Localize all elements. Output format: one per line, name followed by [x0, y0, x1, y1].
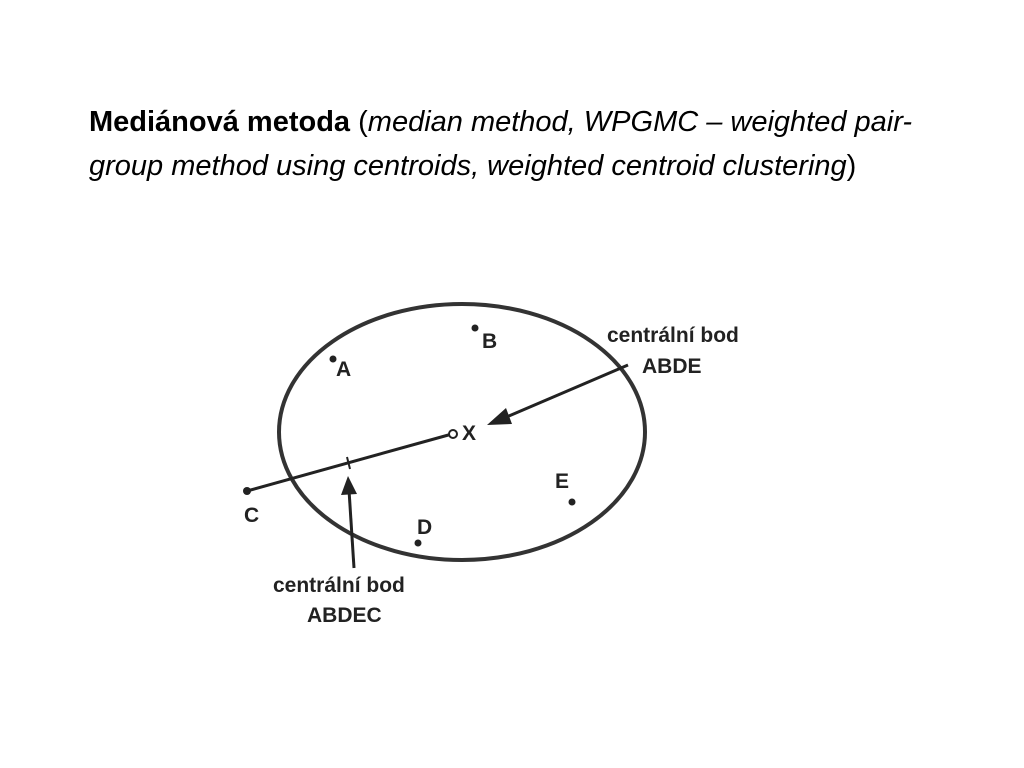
arrowhead-abdec: [341, 476, 357, 495]
title-close-paren: ): [846, 150, 857, 182]
point-d: [414, 539, 422, 547]
point-b: [471, 324, 479, 332]
title-bold: Mediánová metoda: [89, 106, 351, 138]
callout-abdec-line2: ABDEC: [307, 604, 382, 627]
label-b: B: [482, 330, 497, 353]
label-a: A: [336, 358, 351, 381]
callout-abde-line1: centrální bod: [607, 324, 739, 347]
label-d: D: [417, 516, 432, 539]
point-a: [329, 355, 337, 363]
line-c-to-x: [246, 432, 453, 493]
point-e: [568, 498, 576, 506]
label-c: C: [244, 504, 259, 527]
arrow-abde: [493, 363, 629, 424]
label-x: X: [462, 422, 476, 445]
arrowhead-abde: [487, 408, 512, 425]
label-e: E: [555, 470, 569, 493]
callout-abde-line2: ABDE: [642, 355, 702, 378]
arrow-abdec: [347, 489, 356, 569]
point-c: [243, 487, 251, 495]
point-x: [448, 429, 458, 439]
slide-title: Mediánová metoda (median method, WPGMC –…: [89, 100, 949, 188]
title-open-paren: (: [350, 106, 368, 138]
callout-abdec-line1: centrální bod: [273, 574, 405, 597]
title-italic: median method, WPGMC – weighted pair-gro…: [89, 106, 913, 182]
tick-abdec: [346, 456, 351, 470]
cluster-ellipse: [277, 302, 647, 562]
